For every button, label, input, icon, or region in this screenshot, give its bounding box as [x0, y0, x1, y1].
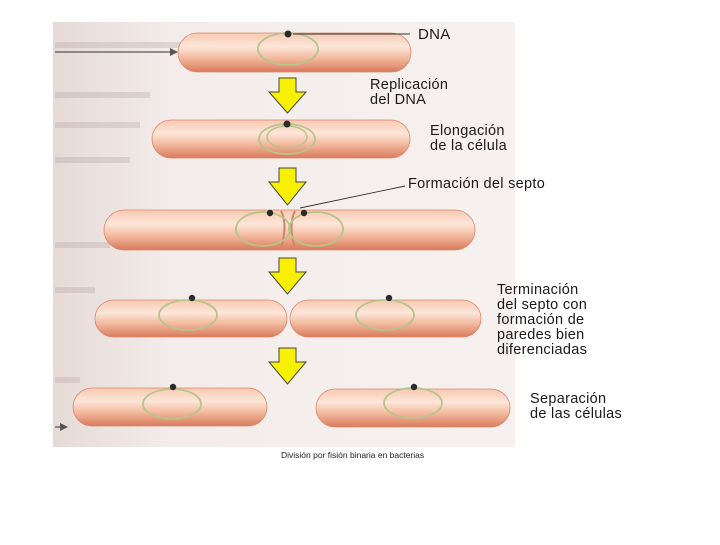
label-septum-termination: Terminación del septo con formación de p…: [497, 282, 588, 358]
dna-dot: [385, 294, 393, 302]
scan-background-right: [515, 22, 668, 447]
cell-stage-4: [94, 294, 482, 338]
left-pointer-top: [55, 48, 178, 56]
figure-caption: División por fisión binaria en bacterias: [281, 450, 425, 460]
cell-stage-5: [72, 383, 511, 428]
label-dna: DNA: [418, 26, 451, 43]
cell-stage-3: [103, 209, 476, 251]
process-arrow-2: [267, 167, 308, 206]
dna-dot: [283, 120, 291, 128]
nucleoid-ring: [355, 299, 415, 331]
septum-leader-line: [299, 185, 406, 209]
nucleoid-ring: [288, 211, 344, 247]
dna-dot: [188, 294, 196, 302]
nucleoid-ring: [235, 211, 291, 247]
nucleoid-ring: [158, 299, 218, 331]
process-arrow-3: [267, 257, 308, 295]
dna-dot: [410, 383, 418, 391]
process-arrow-1: [267, 77, 308, 114]
label-dna-replication: Replicación del DNA: [370, 77, 449, 108]
dna-dot: [169, 383, 177, 391]
dna-dot: [300, 209, 308, 217]
cell-stage-1: [177, 30, 412, 73]
label-cell-elongation: Elongación de la célula: [430, 123, 507, 154]
label-cell-separation: Separación de las células: [530, 391, 623, 422]
process-arrow-4: [267, 347, 308, 385]
dna-dot: [266, 209, 274, 217]
left-pointer-bottom: [55, 423, 68, 431]
cell-stage-2: [151, 119, 411, 159]
label-septum-formation: Formación del septo: [408, 176, 546, 192]
faded-page-text: [55, 42, 185, 383]
dna-dot: [284, 30, 292, 38]
